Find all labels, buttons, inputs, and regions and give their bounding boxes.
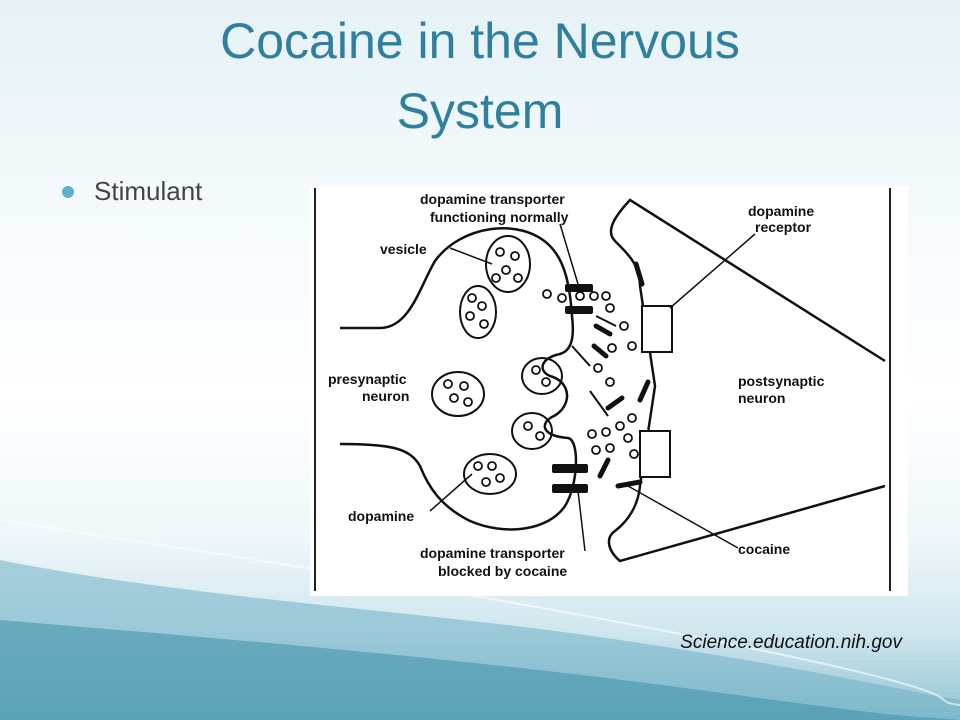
postsynaptic-membrane xyxy=(607,198,886,563)
label-transporter-blocked-2: blocked by cocaine xyxy=(438,563,567,579)
label-transporter-normal-2: functioning normally xyxy=(430,209,569,225)
synapse-diagram: dopamine transporter functioning normall… xyxy=(310,186,908,596)
label-postsynaptic-1: postsynaptic xyxy=(738,373,825,389)
bullet-item: Stimulant xyxy=(62,176,202,207)
label-presynaptic-2: neuron xyxy=(362,388,409,404)
label-transporter-blocked-1: dopamine transporter xyxy=(420,545,565,561)
vesicle-shapes xyxy=(431,235,563,495)
title-line-2: System xyxy=(396,83,564,139)
leader-lines xyxy=(429,223,756,552)
label-presynaptic-1: presynaptic xyxy=(328,371,407,387)
dopamine-molecules xyxy=(443,247,639,487)
bullet-text: Stimulant xyxy=(94,176,203,206)
synapse-svg: dopamine transporter functioning normall… xyxy=(314,188,891,591)
label-dopamine: dopamine xyxy=(348,508,414,524)
title-line-1: Cocaine in the Nervous xyxy=(220,13,740,69)
transporter-bars xyxy=(552,284,593,493)
label-cocaine: cocaine xyxy=(738,541,790,557)
arrows xyxy=(571,315,617,417)
cocaine-molecules xyxy=(591,261,651,489)
source-citation: Science.education.nih.gov xyxy=(680,632,902,653)
receptor-shapes xyxy=(639,305,673,478)
slide-title: Cocaine in the Nervous System xyxy=(0,6,960,146)
label-receptor-1: dopamine xyxy=(748,203,814,219)
presynaptic-membrane xyxy=(339,227,578,531)
label-receptor-2: receptor xyxy=(755,219,812,235)
label-vesicle: vesicle xyxy=(380,241,427,257)
bullet-dot-icon xyxy=(62,185,74,198)
label-transporter-normal-1: dopamine transporter xyxy=(420,191,565,207)
label-postsynaptic-2: neuron xyxy=(738,390,785,406)
